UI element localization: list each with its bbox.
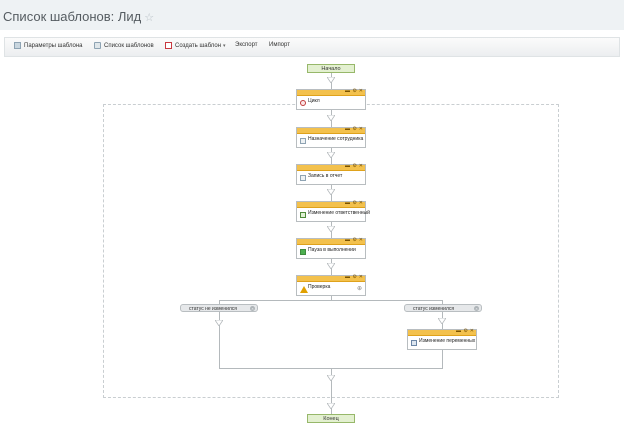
arrow-icon: [327, 77, 335, 83]
template-list-button[interactable]: Список шаблонов: [94, 42, 154, 49]
close-icon[interactable]: ✕: [469, 328, 474, 334]
warning-icon: [300, 286, 308, 293]
block-header: ▬ ⚙ ✕: [297, 126, 365, 134]
close-icon[interactable]: ✕: [358, 126, 363, 132]
block-header: ▬ ⚙ ✕: [408, 328, 476, 336]
workflow-step[interactable]: ▬ ⚙ ✕ Изменение ответственный: [296, 200, 370, 222]
page-title-text: Список шаблонов: Лид: [3, 9, 142, 24]
variables-icon: [411, 340, 417, 346]
block-header: ▬ ⚙ ✕: [297, 274, 365, 282]
settings-icon[interactable]: ⚙: [352, 200, 357, 206]
page-title: Список шаблонов: Лид☆: [3, 9, 154, 24]
toolbar: Параметры шаблона Список шаблонов Создат…: [4, 37, 620, 57]
document-icon: [300, 138, 306, 144]
step-label: Запись в отчет: [308, 173, 343, 179]
arrow-icon: [215, 320, 223, 326]
connector: [219, 300, 220, 304]
arrow-icon: [327, 403, 335, 409]
step-label: Пауза в выполнении: [308, 247, 356, 253]
settings-icon[interactable]: ⚙: [352, 126, 357, 132]
close-icon[interactable]: ✕: [358, 163, 363, 169]
cycle-label: Цикл: [308, 98, 320, 104]
settings-icon[interactable]: ⚙: [352, 163, 357, 169]
settings-icon[interactable]: ⚙: [352, 88, 357, 94]
document-icon: [300, 175, 306, 181]
connector: [331, 368, 332, 414]
step-label: Назначение сотрудника: [308, 136, 364, 142]
workflow-step[interactable]: ▬ ⚙ ✕ Пауза в выполнении: [296, 238, 366, 259]
list-icon: [94, 42, 101, 49]
arrow-icon: [327, 115, 335, 121]
block-header: ▬ ⚙ ✕: [297, 200, 365, 208]
settings-icon[interactable]: ⚙: [463, 328, 468, 334]
chevron-down-icon: ▾: [223, 42, 226, 49]
branch-left-label: статус не изменился: [189, 306, 237, 312]
pause-icon: [300, 249, 306, 255]
arrow-icon: [327, 226, 335, 232]
arrow-icon: [327, 375, 335, 381]
close-icon[interactable]: ×: [474, 306, 479, 311]
block-header: ▬ ⚙ ✕: [297, 163, 365, 171]
arrow-icon: [327, 152, 335, 158]
condition-block[interactable]: ▬ ⚙ ✕ Проверка ⊕: [296, 275, 366, 296]
connector: [331, 296, 332, 300]
export-button[interactable]: Экспорт: [235, 42, 258, 48]
arrow-icon: [327, 263, 335, 269]
create-template-button[interactable]: Создать шаблон ▾: [165, 42, 226, 49]
title-bar: Список шаблонов: Лид☆: [0, 0, 624, 30]
branch-connector: [219, 300, 442, 301]
close-icon[interactable]: ✕: [358, 274, 363, 280]
start-node[interactable]: Начало: [307, 64, 355, 73]
minimize-icon[interactable]: ▬: [345, 200, 350, 206]
close-icon[interactable]: ✕: [358, 200, 363, 206]
create-icon: [165, 42, 172, 49]
workflow-step[interactable]: ▬ ⚙ ✕ Запись в отчет: [296, 164, 366, 185]
minimize-icon[interactable]: ▬: [345, 274, 350, 280]
condition-label: Проверка: [308, 284, 331, 290]
step-label: Изменение переменных: [419, 338, 476, 344]
close-icon[interactable]: ✕: [358, 88, 363, 94]
arrow-icon: [438, 318, 446, 324]
step-label: Изменение ответственный: [308, 210, 370, 216]
connector: [219, 312, 220, 368]
minimize-icon[interactable]: ▬: [345, 88, 350, 94]
branch-right-label: статус изменился: [413, 306, 455, 312]
import-button[interactable]: Импорт: [269, 42, 290, 48]
minimize-icon[interactable]: ▬: [345, 237, 350, 243]
workflow-step[interactable]: ▬ ⚙ ✕ Изменение переменных: [407, 329, 477, 350]
settings-icon: [14, 42, 21, 49]
workflow-step[interactable]: ▬ ⚙ ✕ Назначение сотрудника: [296, 127, 366, 148]
template-settings-button[interactable]: Параметры шаблона: [14, 42, 83, 49]
minimize-icon[interactable]: ▬: [345, 163, 350, 169]
add-branch-icon[interactable]: ⊕: [356, 286, 362, 292]
edit-icon: [300, 212, 306, 218]
branch-right-header[interactable]: статус изменился ×: [404, 304, 482, 312]
create-template-label: Создать шаблон: [175, 42, 222, 49]
cycle-block[interactable]: ▬ ⚙ ✕ Цикл: [296, 89, 366, 110]
close-icon[interactable]: ×: [250, 306, 255, 311]
block-header: ▬ ⚙ ✕: [297, 88, 365, 96]
arrow-icon: [327, 189, 335, 195]
connector: [442, 300, 443, 304]
close-icon[interactable]: ✕: [358, 237, 363, 243]
settings-icon[interactable]: ⚙: [352, 274, 357, 280]
cycle-icon: [300, 100, 306, 106]
minimize-icon[interactable]: ▬: [456, 328, 461, 334]
block-header: ▬ ⚙ ✕: [297, 237, 365, 245]
star-icon[interactable]: ☆: [144, 12, 155, 24]
export-label: Экспорт: [235, 42, 258, 48]
end-node[interactable]: Конец: [307, 414, 355, 423]
settings-icon[interactable]: ⚙: [352, 237, 357, 243]
branch-left-header[interactable]: статус не изменился ×: [180, 304, 258, 312]
template-settings-label: Параметры шаблона: [24, 42, 83, 49]
template-list-label: Список шаблонов: [104, 42, 154, 49]
minimize-icon[interactable]: ▬: [345, 126, 350, 132]
connector: [442, 350, 443, 368]
import-label: Импорт: [269, 42, 290, 48]
